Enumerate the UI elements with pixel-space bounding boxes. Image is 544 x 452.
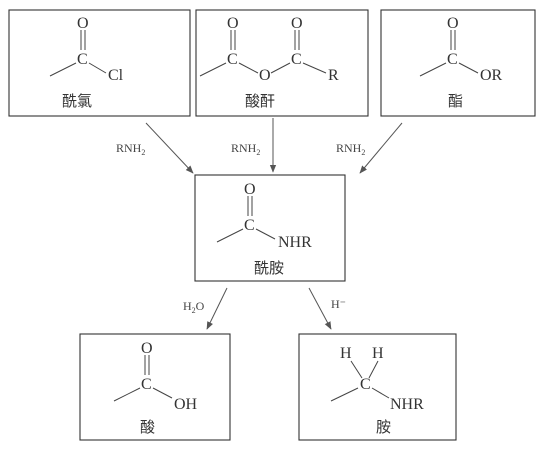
anhydride-oxygen-2: O — [291, 15, 303, 32]
acid-carbon: C — [141, 376, 152, 393]
amide-carbon: C — [244, 217, 255, 234]
amide-nhr-group: NHR — [278, 234, 312, 251]
amine-box: H H C NHR 胺 — [298, 333, 457, 441]
arrow-amide-to-amine — [308, 287, 332, 330]
hydride-label: H⁻ — [331, 297, 346, 311]
acid-carbonyl-oxygen: O — [141, 340, 153, 357]
anhydride-carbon-2: C — [291, 51, 302, 68]
ester-carbonyl-oxygen: O — [447, 15, 459, 32]
r-group: R — [328, 67, 339, 84]
acyl-chloride-box: O C Cl 酰氯 — [8, 9, 191, 117]
amine-nhr-group: NHR — [390, 396, 424, 413]
acyl-chloride-label: 酰氯 — [62, 92, 92, 110]
ester-carbon: C — [447, 51, 458, 68]
ester-box: O C OR 酯 — [380, 9, 536, 117]
rnh2-label-left: RNH2 — [116, 141, 145, 157]
amine-label: 胺 — [376, 418, 391, 436]
rnh2-label-middle: RNH2 — [231, 141, 260, 157]
amide-label: 酰胺 — [254, 259, 284, 277]
carbonyl-carbon: C — [77, 51, 88, 68]
hydrogen-atom-2: H — [372, 345, 384, 362]
rnh2-label-right: RNH2 — [336, 141, 365, 157]
rnh2-arrows: RNH2 RNH2 RNH2 — [116, 118, 403, 174]
anhydride-oxygen-1: O — [227, 15, 239, 32]
anhydride-label: 酸酐 — [245, 92, 275, 110]
hydroxyl-group: OH — [174, 396, 198, 413]
arrow-ester-to-amide — [359, 122, 403, 174]
amide-box: O C NHR 酰胺 — [194, 174, 346, 282]
bridging-oxygen: O — [259, 67, 271, 84]
lower-arrows: H2O H⁻ — [183, 287, 346, 330]
amide-carbonyl-oxygen: O — [244, 181, 256, 198]
acid-box: O C OH 酸 — [79, 333, 231, 441]
anhydride-box: O C O O C R 酸酐 — [195, 9, 369, 117]
hydrogen-atom-1: H — [340, 345, 352, 362]
amine-carbon: C — [360, 376, 371, 393]
water-label: H2O — [183, 299, 205, 315]
alkoxy-group: OR — [480, 67, 503, 84]
carbonyl-oxygen: O — [77, 15, 89, 32]
ester-label: 酯 — [448, 92, 463, 110]
chlorine-atom: Cl — [108, 67, 124, 84]
arrow-chloride-to-amide — [145, 122, 194, 174]
anhydride-carbon-1: C — [227, 51, 238, 68]
acid-label: 酸 — [140, 418, 155, 436]
arrow-amide-to-acid — [206, 287, 228, 330]
